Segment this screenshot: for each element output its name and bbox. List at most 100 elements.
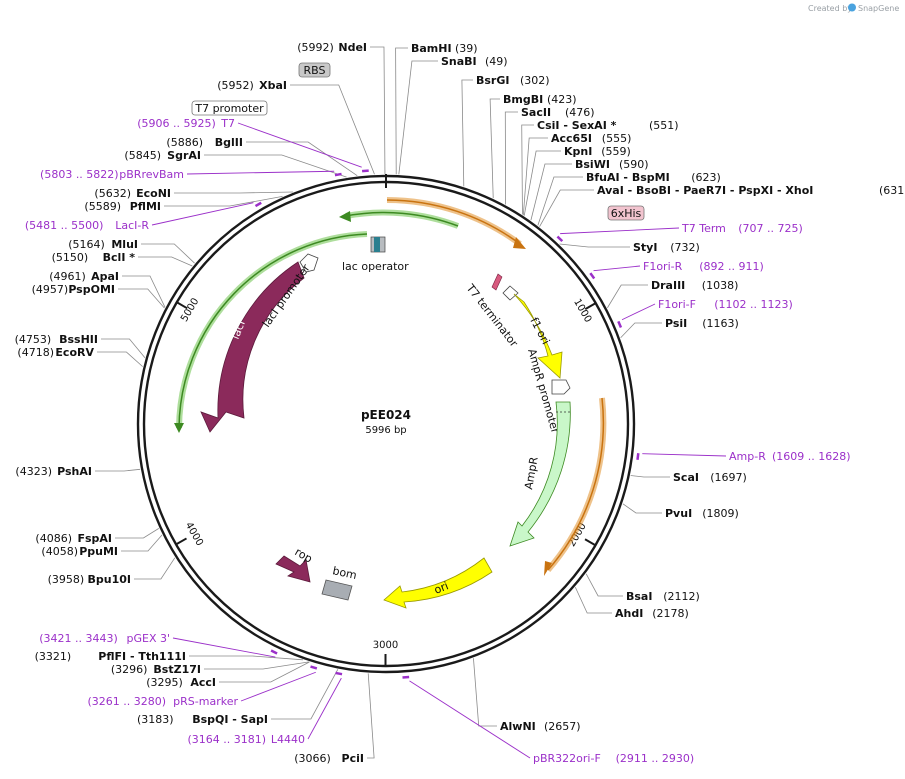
leader-line [530,163,572,221]
leader-line [115,528,160,539]
site-name: PpuMI [79,545,118,558]
site-name: PsiI [665,317,687,330]
primer-name: F1ori-F [658,298,696,311]
leader-line [367,673,375,759]
primer-range: (1102 .. 1123) [714,298,793,311]
site-position: (5992) [297,41,334,54]
site-name: PspOMI [68,283,115,296]
site-name: AccI [190,676,216,689]
site-name: BmgBI [503,93,543,106]
leader-line [522,137,548,216]
leader-line [246,141,358,176]
scale-tick-label: 3000 [373,640,398,651]
leader-line [607,284,648,309]
site-position: (551) [649,119,679,132]
orf-right-orange-arrow [544,561,552,576]
rbs-box-label: RBS [304,64,326,77]
primer-t7: T7(5906 .. 5925) [137,117,235,130]
site-position: (559) [601,145,631,158]
site-name: EcoNI [136,187,171,200]
site-position: (4961) [49,270,86,283]
site-position: (732) [670,241,700,254]
leader-line [559,243,630,248]
leader-line [537,176,583,226]
site-position: (3321) [35,650,72,663]
site-pshai: PshAI(4323) [15,465,92,478]
site-name: BspQI - SapI [192,713,268,726]
leader-line [574,587,612,614]
site-name: SgrAI [167,149,201,162]
feature-bom-label: bom [331,564,358,582]
leader-line [395,47,408,175]
primer-mark [636,453,640,460]
leader-line [521,124,534,215]
primer-f1ori-r: F1ori-R(892 .. 911) [643,260,764,273]
site-name: BsrGI [476,74,509,87]
primer-range: (3164 .. 3181) [187,733,266,746]
primer-mark [361,169,369,173]
site-pflfi-tth111i: PflFI - Tth111I (3321) [35,650,186,663]
leader-line [461,79,473,187]
primer-range: (5803 .. 5822) [40,168,119,181]
site-position: (1809) [702,507,739,520]
site-name: SacII [521,106,551,119]
feature-ampr-label: AmpR [522,456,541,491]
feature-ori [383,557,493,609]
snapgene-watermark: Created by SnapGene [808,3,899,13]
site-ahdi: AhdI(2178) [615,607,689,620]
site-position: (2112) [663,590,700,603]
site-acci: AccI(3295) [146,676,216,689]
scale-tick-label: 4000 [183,520,205,548]
primer-laci-r: LacI-R(5481 .. 5500) [25,219,150,232]
leader-line [504,111,518,205]
plasmid-size: 5996 bp [365,425,406,436]
site-position: (2657) [544,720,581,733]
site-name: KpnI [564,145,592,158]
feature-laci [200,261,305,433]
leader-line [164,196,283,207]
site-name: PflFI - Tth111I [98,650,186,663]
site-kpni: KpnI (559) [564,145,631,158]
6xhis-box: 6xHis [607,205,645,221]
site-name: AhdI [615,607,643,620]
site-fspai: FspAI(4086) [35,532,112,545]
primer-leader [621,303,656,321]
primer-mark [556,235,564,243]
primer-leader [151,202,254,226]
site-styi: StyI(732) [633,241,700,254]
site-name: AvaI - BsoBI - PaeR7I - PspXI - XhoI [597,184,813,197]
site-name: ScaI [673,471,699,484]
scale-tick-label: 1000 [571,297,593,325]
leader-line [174,191,293,194]
leader-line [622,503,662,514]
leader-line [473,658,497,727]
site-position: (423) [547,93,577,106]
site-bsiwi: BsiWI(590) [575,158,649,171]
primer-leader [409,680,531,759]
site-bpu10i: Bpu10I(3958) [48,573,131,586]
site-name: CsiI - SexAI * [537,119,617,132]
feature-ori-label: ori [432,579,450,596]
site-alwni: AlwNI(2657) [500,720,581,733]
site-position: (3183) [137,713,174,726]
site-name: MluI [111,238,138,251]
site-position: (4323) [15,465,52,478]
primer-leader [593,265,641,272]
site-name: EcoRV [55,346,94,359]
leader-line [204,154,347,178]
feature-t7-terminator-tail [502,285,519,301]
site-position: (3066) [294,752,331,765]
site-labels: NdeI(5992)XbaI(5952)BglII(5886)SgrAI(584… [15,41,905,765]
site-name: PflMI [130,200,161,213]
feature-t7-terminator [491,273,503,291]
site-pflmi: PflMI(5589) [84,200,161,213]
site-name: DraIII [651,279,685,292]
leader-line [101,338,146,358]
site-apai: ApaI(4961) [49,270,119,283]
site-pcii: PciI(3066) [294,752,364,765]
leader-line [134,557,176,580]
site-position: (3296) [111,663,148,676]
watermark-prefix: Created by [808,4,852,13]
leader-line [122,275,166,308]
site-name: BamHI [411,42,452,55]
